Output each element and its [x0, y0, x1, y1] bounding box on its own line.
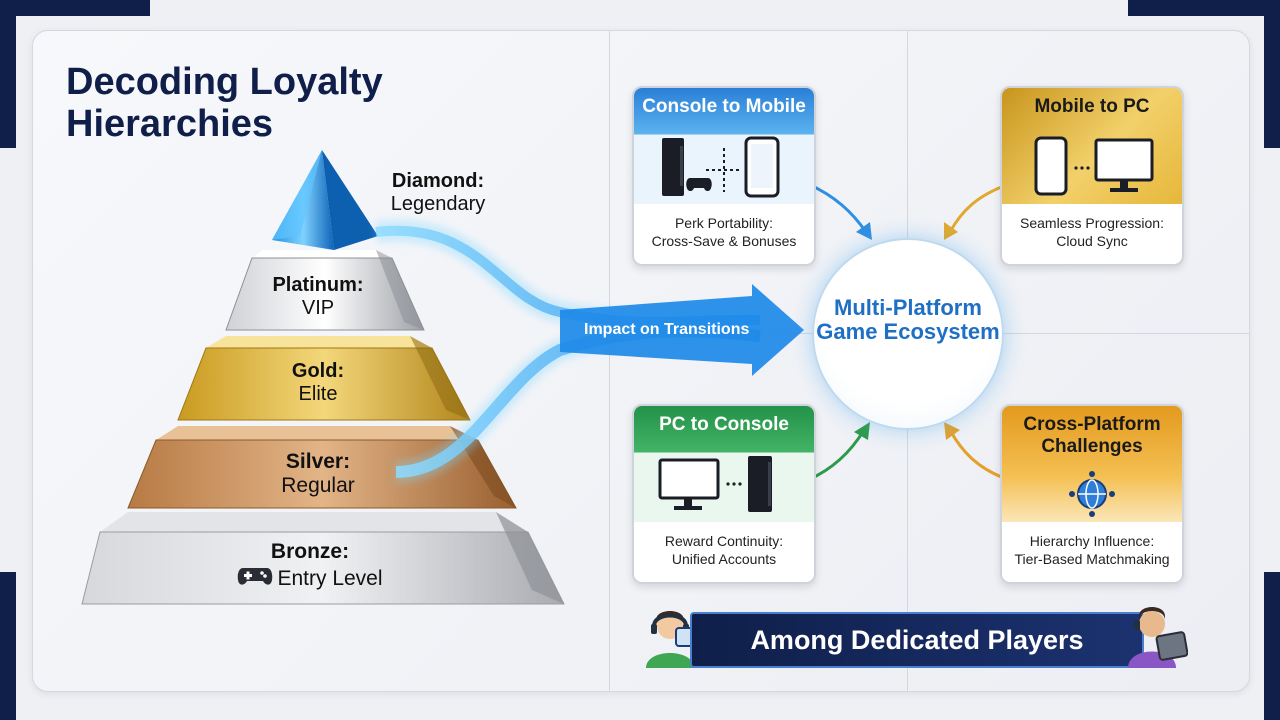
transition-flow	[374, 219, 804, 483]
tier-diamond-block	[272, 150, 378, 250]
card-pc-to-console-title: PC to Console	[659, 414, 789, 435]
tier-diamond-name: Diamond:	[391, 170, 485, 192]
corner-accent-bottom-left	[0, 572, 16, 720]
tier-diamond-level: Legendary	[390, 193, 486, 215]
tier-gold-name: Gold:	[291, 360, 345, 382]
banner: Among Dedicated Players	[690, 612, 1144, 668]
corner-accent-top-right-side	[1264, 0, 1280, 148]
tier-bronze-block	[81, 512, 565, 605]
tier-platinum-label: Platinum: VIP	[248, 274, 388, 320]
card-cross-platform-challenges-desc: Hierarchy Influence: Tier-Based Matchmak…	[1002, 532, 1182, 568]
card-console-to-mobile: Console to Mobile Perk Portability: Cros…	[632, 86, 816, 266]
banner-text: Among Dedicated Players	[750, 625, 1084, 655]
card-mobile-to-pc-title: Mobile to PC	[1034, 96, 1150, 117]
card-mobile-to-pc-line1: Seamless Progression:	[1020, 215, 1164, 231]
card-console-to-mobile-line1: Perk Portability:	[674, 215, 774, 231]
tier-gold-block	[177, 336, 471, 421]
tier-bronze-label: Bronze: Entry Level	[210, 540, 410, 594]
tier-platinum-level: VIP	[301, 297, 335, 319]
card-pc-to-console-desc: Reward Continuity: Unified Accounts	[634, 532, 814, 568]
corner-accent-bottom-right	[1264, 572, 1280, 720]
corner-accent-top-right	[1128, 0, 1280, 16]
card-pc-to-console-line2: Unified Accounts	[671, 551, 777, 568]
tier-bronze-name: Bronze:	[270, 540, 350, 563]
tier-silver-level: Regular	[281, 474, 355, 498]
ecosystem-hub: Multi-Platform Game Ecosystem	[812, 238, 1004, 430]
card-pc-to-console-line1: Reward Continuity:	[664, 533, 784, 549]
console-mobile-icon	[658, 134, 790, 203]
tier-gold-level: Elite	[298, 383, 338, 405]
tier-silver-block	[127, 426, 517, 509]
card-pc-to-console: PC to Console Reward Continuity: Unified…	[632, 404, 816, 584]
player-avatar-right	[1124, 602, 1189, 673]
tier-gold-label: Gold: Elite	[248, 360, 388, 406]
card-console-to-mobile-title: Console to Mobile	[642, 96, 806, 117]
tier-platinum-name: Platinum:	[272, 274, 364, 296]
network-globe-icon	[1068, 470, 1116, 523]
card-cross-platform-challenges-line2: Tier-Based Matchmaking	[1014, 551, 1170, 568]
card-cross-platform-challenges-line1: Hierarchy Influence:	[1029, 533, 1155, 549]
gamepad-icon	[237, 564, 273, 594]
divider-vertical-1	[609, 31, 610, 691]
page-title: Decoding Loyalty Hierarchies	[66, 61, 383, 145]
tier-silver-label: Silver: Regular	[248, 450, 388, 498]
hub-title: Multi-Platform Game Ecosystem	[816, 295, 1000, 345]
tier-bronze-level: Entry Level	[277, 567, 383, 591]
pc-console-icon	[656, 452, 792, 521]
tier-platinum-block	[225, 250, 425, 331]
tier-silver-name: Silver:	[285, 450, 351, 473]
card-mobile-to-pc-line2: Cloud Sync	[1056, 233, 1128, 250]
flow-label: Impact on Transitions	[584, 321, 750, 338]
tier-diamond-label: Diamond: Legendary	[368, 170, 508, 216]
card-console-to-mobile-desc: Perk Portability: Cross-Save & Bonuses	[634, 214, 814, 250]
card-mobile-to-pc-desc: Seamless Progression: Cloud Sync	[1002, 214, 1182, 250]
corner-accent-top-left-side	[0, 0, 16, 148]
card-mobile-to-pc: Mobile to PC Seamless Progression: Cloud…	[1000, 86, 1184, 266]
mobile-pc-icon	[1032, 134, 1156, 203]
card-cross-platform-challenges-title: Cross-Platform Challenges	[1023, 414, 1161, 457]
card-cross-platform-challenges: Cross-Platform Challenges Hierarchy Infl…	[1000, 404, 1184, 584]
card-console-to-mobile-line2: Cross-Save & Bonuses	[651, 233, 797, 250]
corner-accent-top-left	[0, 0, 150, 16]
